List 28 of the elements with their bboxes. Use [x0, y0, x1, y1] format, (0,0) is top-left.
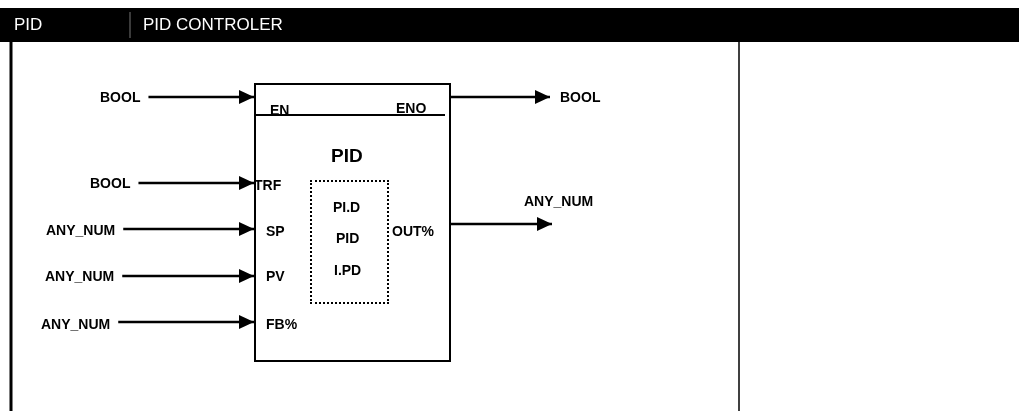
- type-label: BOOL: [560, 89, 601, 105]
- arrow: [122, 269, 254, 283]
- header-text: PID CONTROLER: [143, 15, 283, 35]
- arrow: [123, 222, 254, 236]
- pin-label: ENO: [396, 100, 427, 116]
- dotted-box: [310, 180, 389, 304]
- type-label: ANY_NUM: [46, 222, 116, 238]
- pin-label: SP: [266, 223, 285, 239]
- function-block: [254, 83, 451, 362]
- arrow: [451, 90, 550, 104]
- arrow: [118, 315, 254, 329]
- type-label: ANY_NUM: [41, 316, 111, 332]
- pin-label: FB%: [266, 316, 298, 332]
- arrow: [148, 90, 254, 104]
- pin-label: PV: [266, 268, 285, 284]
- mode-label: PI.D: [333, 199, 361, 215]
- type-label: ANY_NUM: [45, 268, 115, 284]
- type-label: BOOL: [100, 89, 141, 105]
- header-text: PID: [14, 15, 43, 35]
- type-label: ANY_NUM: [524, 193, 594, 209]
- arrow: [138, 176, 254, 190]
- mode-label: I.PD: [334, 262, 362, 278]
- mode-label: PID: [336, 230, 360, 246]
- type-label: BOOL: [90, 175, 131, 191]
- block-title: PID: [331, 145, 363, 167]
- pin-label: TRF: [254, 177, 282, 193]
- arrow: [451, 217, 552, 231]
- pin-label: OUT%: [392, 223, 434, 239]
